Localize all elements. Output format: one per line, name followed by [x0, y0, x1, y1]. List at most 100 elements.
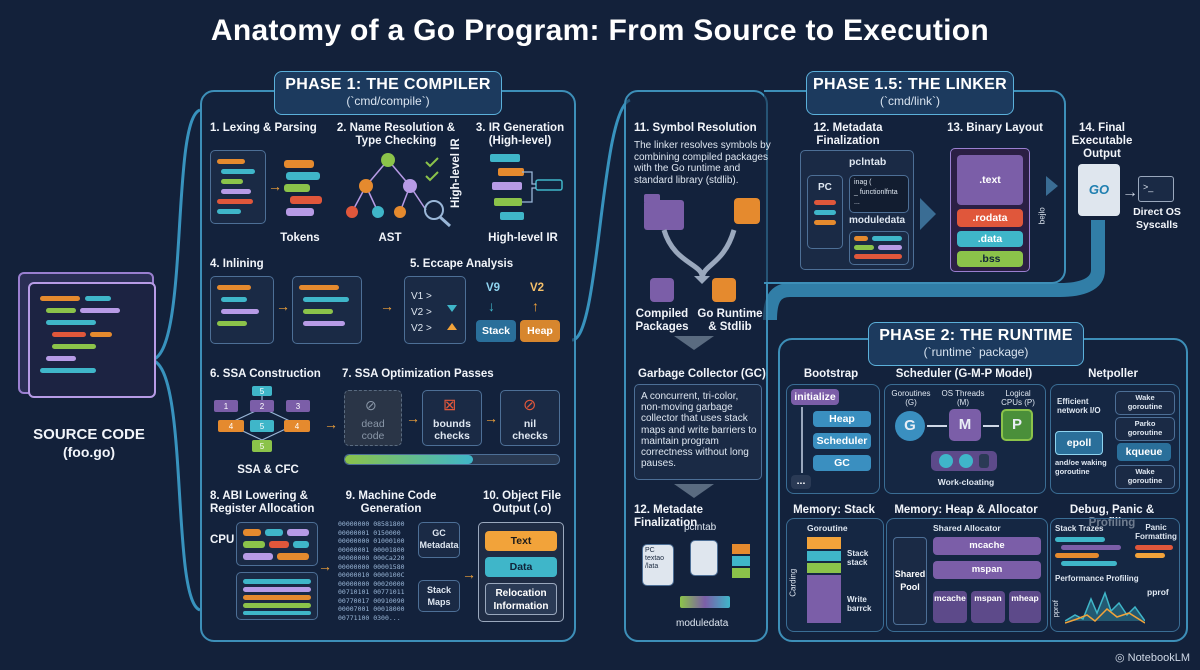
- cpu-label: CPU: [210, 534, 235, 546]
- page-title: Anatomy of a Go Program: From Source to …: [210, 14, 990, 47]
- executable-icon: GO: [1078, 164, 1120, 216]
- escape-v9: V9: [485, 282, 501, 294]
- ssa-out-label: SSA & CFC: [237, 464, 299, 476]
- step-1-code: [210, 150, 266, 224]
- heap-box: Heap: [520, 320, 560, 342]
- terminal-icon: >_: [1138, 176, 1174, 202]
- go-logo-icon: GO: [1088, 182, 1110, 197]
- runtime-heading-title: PHASE 2: THE RUNTIME: [879, 327, 1073, 344]
- arrow-icon: →: [484, 410, 498, 426]
- code-line: inag (: [854, 179, 872, 186]
- mcache-bar: mcache: [933, 537, 1041, 555]
- binary-layout: .text .rodata .data .bss: [950, 148, 1030, 272]
- pclntab-b-doc: PC textao /lata: [642, 544, 674, 586]
- hex-row: 00000000 08581800: [338, 520, 405, 528]
- ssa-node: 3: [296, 402, 301, 411]
- pclntab-label: pclntab: [849, 156, 887, 168]
- step-4-label: 4. Inlining: [210, 258, 264, 270]
- ssa-node: 5: [260, 422, 265, 431]
- gc-metadata-label: GC Metadata: [419, 528, 459, 550]
- chevron-down-icon: [674, 336, 714, 350]
- bootstrap-heap: Heap: [813, 411, 871, 427]
- heap-b1: mcache: [933, 591, 967, 623]
- bootstrap-initialize: initialize: [791, 389, 839, 405]
- step-2-label: 2. Name Resolution & Type Checking: [336, 122, 456, 147]
- bootstrap-scheduler: Scheduler: [813, 433, 871, 449]
- compiled-packages-label: Compiled Packages: [635, 308, 689, 333]
- perf-label: Performance Profiling: [1055, 574, 1139, 583]
- optimization-progress: [344, 454, 560, 465]
- section-text: .text: [957, 155, 1023, 205]
- moduledata-b-label: moduledata: [676, 618, 729, 629]
- step-14-label: 14. Final Executable Output: [1071, 122, 1133, 160]
- ir-graph-icon: [490, 154, 563, 220]
- runtime-heading-sub: (`runtime` package): [923, 345, 1029, 359]
- goroutines-label: Goroutines (G): [891, 389, 931, 407]
- pclntab-b-doc2: [690, 540, 718, 576]
- work-steal-queue: [931, 451, 997, 471]
- hex-row: 00007001 00018000: [338, 605, 405, 613]
- pclntab-b-stack: [732, 544, 750, 584]
- park-label: Parko goroutine: [1127, 419, 1163, 437]
- arrow-icon: →: [268, 178, 282, 194]
- step-8-label: 8. ABI Lowering & Register Allocation: [210, 490, 315, 515]
- ssa-node: 2: [260, 402, 265, 411]
- inline-after: [292, 276, 362, 344]
- heap-b2: mspan: [971, 591, 1005, 623]
- panic-bars: [1135, 543, 1175, 565]
- netpoller-panel: Efficient network I/O epoll and/oe wakin…: [1050, 384, 1180, 494]
- crossed-icon: ⊘: [365, 397, 377, 413]
- netpoller-desc: Efficient network I/O: [1057, 397, 1101, 415]
- profile-chart-icon: [1065, 590, 1145, 624]
- scheduler-panel: Goroutines (G) OS Threads (M) Logical CP…: [884, 384, 1046, 494]
- gc-title: Garbage Collector (GC): [638, 368, 766, 380]
- wake-2-label: Wake goroutine: [1127, 467, 1163, 485]
- pc-label: PC: [818, 182, 832, 193]
- arrow-icon: →: [276, 298, 290, 314]
- notebooklm-watermark: ◎ NotebookLM: [1115, 651, 1190, 664]
- thread-node: M: [949, 409, 981, 441]
- section-bss: .bss: [957, 251, 1023, 267]
- source-code-label: SOURCE CODE: [33, 426, 145, 443]
- pprof-label: pprof: [1147, 587, 1169, 597]
- hex-row: 00000001 00001800: [338, 545, 405, 554]
- ast-label: AST: [378, 232, 402, 244]
- chevron-right-icon: [1046, 176, 1058, 196]
- step-13-label: 13. Binary Layout: [947, 122, 1043, 134]
- bootstrap-panel: initialize Heap Scheduler GC ...: [786, 384, 880, 494]
- linker-heading-title: PHASE 1.5: THE LINKER: [813, 76, 1007, 93]
- cording-label: Carding: [788, 568, 798, 597]
- step-9-label: 9. Machine Code Generation: [345, 490, 437, 515]
- heap-title: Memory: Heap & Allocator: [894, 504, 1038, 516]
- opt-nil: ⊘ nil checks: [500, 390, 560, 446]
- runtime-heading: PHASE 2: THE RUNTIME (`runtime` package): [868, 322, 1084, 366]
- obj-data: Data: [485, 557, 557, 577]
- hex-row: 00710101 00771011: [338, 588, 405, 596]
- obj-text: Text: [485, 531, 557, 551]
- metadata-card: pclntab PC inag ( _ functionlfnta ... mo…: [800, 150, 914, 270]
- ssa-graph-icon: 5 1 2 3 4 5 4 5: [214, 386, 310, 452]
- stack-stack-label: Stack stack: [847, 549, 869, 567]
- merge-arrow-icon: [661, 229, 737, 284]
- ast-tree-icon: [346, 153, 452, 228]
- opt-bounds: ⊠ bounds checks: [422, 390, 482, 446]
- pprof-side-label: pprof: [1050, 600, 1060, 618]
- step-1-label: 1. Lexing & Parsing: [210, 122, 317, 134]
- tokens-label: Tokens: [280, 232, 320, 244]
- cpu-registers: [236, 522, 318, 566]
- puzzle-icon: [712, 278, 736, 302]
- moduledata-label: moduledata: [849, 215, 906, 226]
- trace-bars: [1055, 535, 1129, 566]
- crossed-icon: ⊠: [443, 397, 457, 414]
- source-file-front: [28, 282, 156, 398]
- work-steal-label: Work-cloating: [937, 477, 995, 487]
- inline-before: [210, 276, 274, 344]
- chevron-down-icon: [674, 484, 714, 498]
- section-rodata: .rodata: [957, 209, 1023, 227]
- compiler-heading-title: PHASE 1: THE COMPILER: [285, 76, 491, 93]
- compiler-heading-sub: (`cmd/compile`): [346, 94, 430, 108]
- moduledata-b-bar: [680, 596, 730, 608]
- andoe-label: and/oe waking goroutine: [1055, 458, 1107, 476]
- goroutine-node: G: [895, 411, 925, 441]
